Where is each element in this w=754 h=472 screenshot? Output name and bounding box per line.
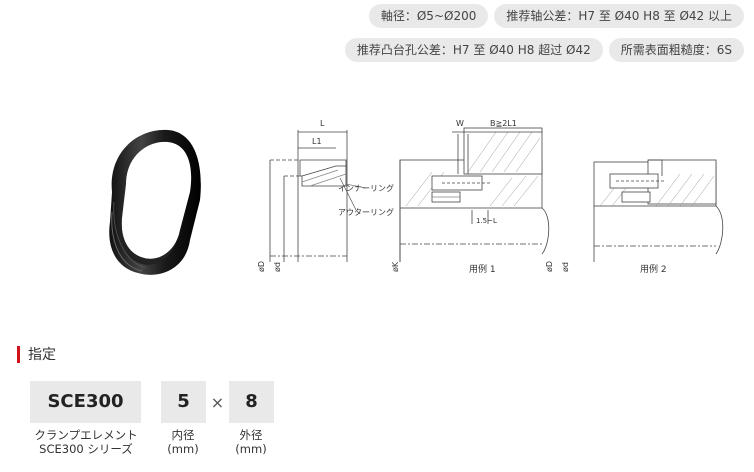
label-dia-D: øD xyxy=(257,261,266,272)
label-dia-d-2: ød xyxy=(561,262,570,272)
inner-caption-line-1: 内径 xyxy=(171,428,195,442)
outer-caption-line-1: 外径 xyxy=(239,428,263,442)
inner-diameter-box: 5 xyxy=(161,381,206,423)
clamp-element-ring-image xyxy=(109,129,201,275)
label-outer-ring: アウターリング xyxy=(338,207,394,217)
label-dia-d: ød xyxy=(273,262,282,272)
outer-caption-line-2: (mm) xyxy=(235,442,267,456)
outer-diameter-caption: 外径 (mm) xyxy=(221,428,281,456)
dim-L: L xyxy=(320,119,325,128)
ring-cross-section xyxy=(269,130,348,262)
usage-example-1-drawing xyxy=(399,127,550,262)
label-dia-K: øK xyxy=(391,261,400,272)
series-caption: クランプエレメント SCE300 シリーズ xyxy=(22,428,150,456)
spec-row-1: 軸径：Ø5~Ø200 推荐轴公差：H7 至 Ø40 H8 至 Ø42 以上 xyxy=(368,4,744,28)
spec-chip-surface-roughness: 所需表面粗糙度：6S xyxy=(608,38,744,62)
dim-B: B≧2L1 xyxy=(490,119,517,128)
spec-chip-hub-tolerance: 推荐凸台孔公差：H7 至 Ø40 H8 超过 Ø42 xyxy=(344,38,603,62)
series-caption-line-2: SCE300 シリーズ xyxy=(39,442,133,456)
label-dia-D-2: øD xyxy=(545,261,554,272)
designation-section-header: 指定 xyxy=(17,344,56,364)
spec-chip-shaft-diameter: 軸径：Ø5~Ø200 xyxy=(368,4,489,28)
inner-caption-line-2: (mm) xyxy=(167,442,199,456)
series-code-box: SCE300 xyxy=(30,381,141,423)
spec-row-2: 推荐凸台孔公差：H7 至 Ø40 H8 超过 Ø42 所需表面粗糙度：6S xyxy=(344,38,744,62)
usage-example-2-drawing xyxy=(593,159,724,262)
dim-W: W xyxy=(456,119,464,128)
example-2-caption: 用例 2 xyxy=(640,263,667,275)
technical-drawing: L L1 インナーリング アウターリング øD ød W B≧2L1 1.5~L xyxy=(257,119,724,275)
times-sign: × xyxy=(210,393,225,412)
label-inner-ring: インナーリング xyxy=(338,183,394,193)
dim-1-5-L: 1.5~L xyxy=(476,217,497,225)
example-1-caption: 用例 1 xyxy=(469,263,496,275)
series-caption-line-1: クランプエレメント xyxy=(34,428,138,442)
inner-diameter-caption: 内径 (mm) xyxy=(153,428,213,456)
spec-chip-shaft-tolerance: 推荐轴公差：H7 至 Ø40 H8 至 Ø42 以上 xyxy=(494,4,744,28)
outer-diameter-box: 8 xyxy=(229,381,274,423)
designation-title: 指定 xyxy=(28,347,56,363)
section-accent-bar xyxy=(17,345,20,363)
dim-L1: L1 xyxy=(312,137,322,146)
